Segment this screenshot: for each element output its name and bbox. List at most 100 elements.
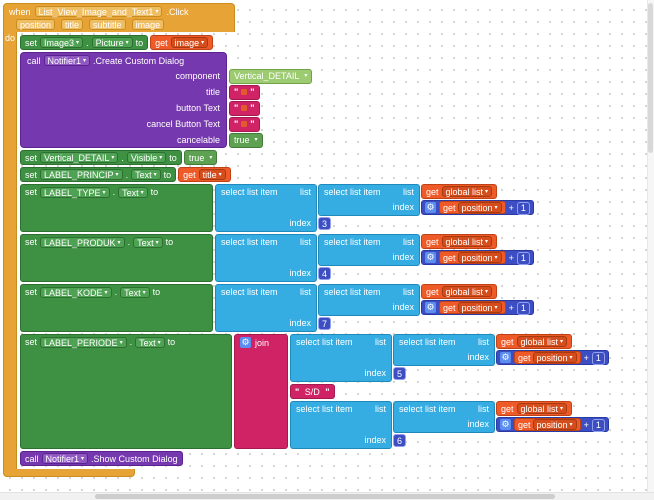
get-position-block[interactable]: get position▾ — [439, 301, 506, 314]
logic-true-block[interactable]: true▾ — [229, 132, 263, 148]
variable-dropdown[interactable]: global list▾ — [441, 286, 493, 297]
join-block-body[interactable]: ⚙ join — [234, 334, 288, 449]
select-block-body[interactable]: index — [318, 250, 420, 266]
vertical-scrollbar-thumb[interactable] — [648, 3, 653, 153]
get-position-block[interactable]: get position▾ — [439, 251, 506, 264]
variable-dropdown[interactable]: global list▾ — [441, 186, 493, 197]
set-label-type-block[interactable]: set LABEL_TYPE▾ . Text▾ to — [20, 184, 213, 232]
get-position-block[interactable]: get position▾ — [514, 351, 581, 364]
variable-dropdown[interactable]: global list▾ — [441, 236, 493, 247]
variable-dropdown[interactable]: position▾ — [457, 302, 502, 313]
component-dropdown[interactable]: LABEL_PRINCIP▾ — [40, 169, 123, 180]
variable-dropdown[interactable]: global list▾ — [516, 336, 568, 347]
set-label-produk-block[interactable]: set LABEL_PRODUK▾ . Text▾ to — [20, 234, 213, 282]
get-position-block[interactable]: get position▾ — [514, 418, 581, 431]
property-dropdown[interactable]: Text▾ — [135, 337, 165, 348]
component-dropdown[interactable]: Notifier1▾ — [41, 453, 89, 464]
set-visible-block[interactable]: set Vertical_DETAIL▾ . Visible▾ to — [20, 150, 182, 165]
get-global-list-block[interactable]: get global list▾ — [496, 401, 573, 416]
text-separator-block[interactable]: " S/D " — [290, 384, 335, 399]
call-create-custom-dialog-block[interactable]: call Notifier1▾ .Create Custom Dialog co… — [20, 52, 313, 148]
variable-dropdown[interactable]: position▾ — [532, 419, 577, 430]
vertical-scrollbar[interactable] — [647, 0, 654, 500]
select-block-body[interactable]: index — [318, 300, 420, 316]
param-title[interactable]: title — [61, 19, 84, 30]
variable-dropdown[interactable]: position▾ — [457, 202, 502, 213]
event-block-header[interactable]: when List_View_Image_and_Text1 ▾ .Click … — [3, 3, 235, 32]
number-block[interactable]: 1 — [516, 201, 530, 215]
mutator-gear-icon[interactable]: ⚙ — [425, 202, 436, 213]
get-title-block[interactable]: get title▾ — [178, 167, 231, 182]
variable-dropdown[interactable]: position▾ — [457, 252, 502, 263]
get-global-list-block[interactable]: get global list▾ — [421, 284, 498, 299]
get-global-list-block[interactable]: get global list▾ — [421, 184, 498, 199]
component-dropdown[interactable]: LABEL_KODE▾ — [40, 287, 112, 298]
set-label-kode-block[interactable]: set LABEL_KODE▾ . Text▾ to — [20, 284, 213, 332]
number-block[interactable]: 5 — [393, 367, 407, 380]
empty-text-block[interactable]: "" — [229, 116, 260, 132]
property-dropdown[interactable]: Text▾ — [120, 287, 150, 298]
param-position[interactable]: position — [16, 19, 56, 30]
property-dropdown[interactable]: Text▾ — [133, 237, 163, 248]
property-dropdown[interactable]: Text▾ — [131, 169, 161, 180]
get-position-block[interactable]: get position▾ — [439, 201, 506, 214]
select-block-body[interactable]: index — [215, 266, 317, 282]
property-dropdown[interactable]: Visible▾ — [126, 152, 167, 163]
addition-block[interactable]: ⚙ get position▾ + 1 — [496, 417, 609, 432]
select-block-body[interactable]: index — [290, 433, 392, 449]
select-block-body[interactable]: index — [318, 200, 420, 216]
mutator-gear-icon[interactable]: ⚙ — [425, 302, 436, 313]
number-block[interactable]: 4 — [318, 267, 332, 280]
variable-dropdown[interactable]: position▾ — [532, 352, 577, 363]
horizontal-scrollbar[interactable] — [0, 492, 654, 500]
component-dropdown[interactable]: Notifier1▾ — [43, 55, 91, 66]
addition-block[interactable]: ⚙ get position▾ + 1 — [496, 350, 609, 365]
property-dropdown[interactable]: Text▾ — [118, 187, 148, 198]
number-block[interactable]: 1 — [591, 418, 605, 432]
param-image[interactable]: image — [131, 19, 165, 30]
component-dropdown[interactable]: Image3▾ — [40, 37, 84, 48]
component-vertical-detail-block[interactable]: Vertical_DETAIL▾ — [229, 68, 313, 84]
select-block-body[interactable]: index — [215, 316, 317, 332]
call-header[interactable]: call Notifier1▾ .Create Custom Dialog — [20, 52, 227, 68]
component-dropdown[interactable]: LABEL_TYPE▾ — [40, 187, 110, 198]
number-block[interactable]: 1 — [516, 251, 530, 265]
horizontal-scrollbar-thumb[interactable] — [95, 494, 555, 499]
select-block-body[interactable]: index — [215, 216, 317, 232]
get-global-list-block[interactable]: get global list▾ — [496, 334, 573, 349]
mutator-gear-icon[interactable]: ⚙ — [240, 337, 251, 348]
variable-dropdown[interactable]: global list▾ — [516, 403, 568, 414]
addition-block[interactable]: ⚙ get position▾ + 1 — [421, 200, 534, 215]
mutator-gear-icon[interactable]: ⚙ — [425, 252, 436, 263]
number-block[interactable]: 1 — [516, 301, 530, 315]
mutator-gear-icon[interactable]: ⚙ — [500, 419, 511, 430]
addition-block[interactable]: ⚙ get position▾ + 1 — [421, 300, 534, 315]
component-dropdown[interactable]: LABEL_PERIODE▾ — [40, 337, 127, 348]
get-image-block[interactable]: get image▾ — [150, 35, 214, 50]
call-show-custom-dialog-block[interactable]: call Notifier1▾ .Show Custom Dialog — [20, 451, 183, 466]
component-dropdown[interactable]: LABEL_PRODUK▾ — [40, 237, 125, 248]
component-dropdown[interactable]: Vertical_DETAIL▾ — [40, 152, 119, 163]
get-global-list-block[interactable]: get global list▾ — [421, 234, 498, 249]
event-component-dropdown[interactable]: List_View_Image_and_Text1 ▾ — [34, 6, 163, 17]
variable-dropdown[interactable]: image▾ — [170, 37, 209, 48]
empty-text-block[interactable]: "" — [229, 100, 260, 116]
